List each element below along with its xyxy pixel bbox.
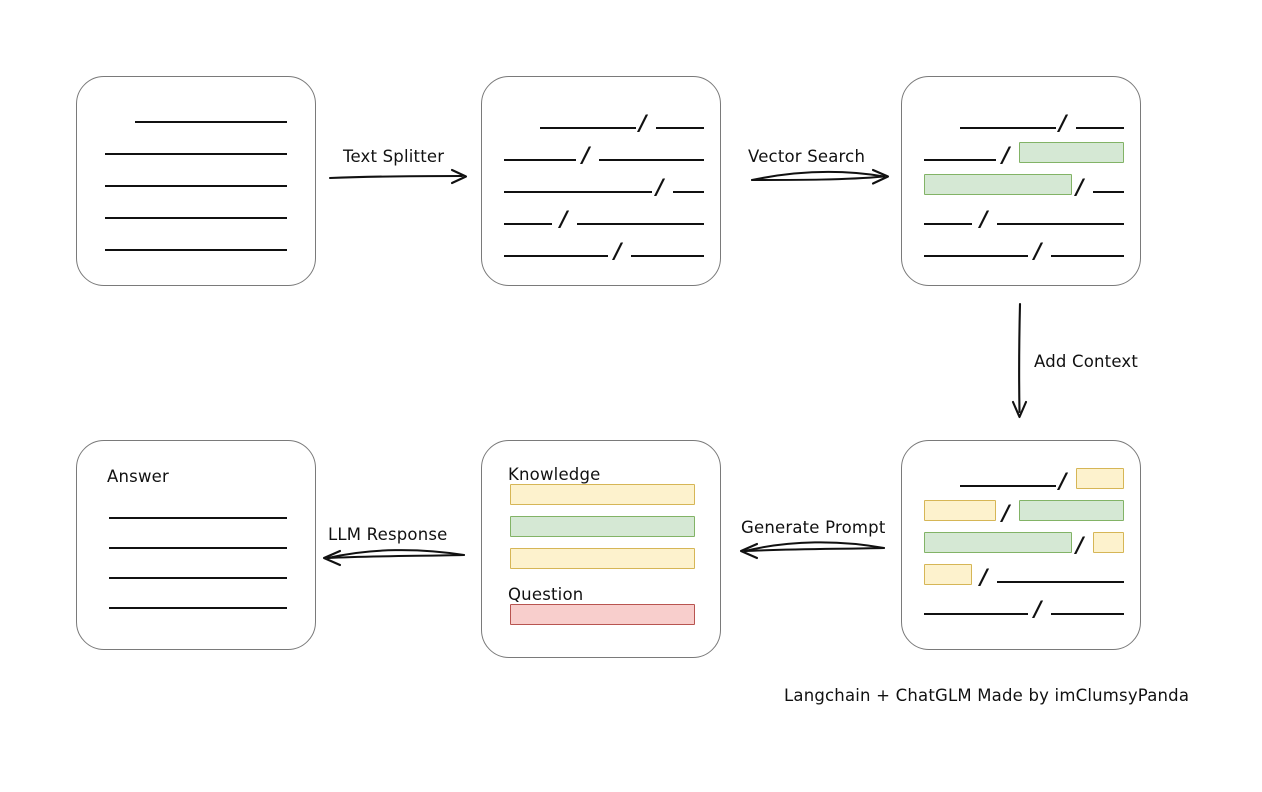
segment-separator-slash: / [639, 111, 647, 135]
text-line-segment [109, 606, 287, 609]
segment-separator-slash: / [1034, 239, 1042, 263]
segment-separator-slash: / [1002, 501, 1010, 525]
text-line-segment [960, 126, 1056, 129]
text-line-segment [1093, 190, 1124, 193]
arrow-vector-search [751, 168, 890, 185]
highlighted-chunk-yellow [924, 564, 972, 585]
text-line-segment [599, 158, 704, 161]
highlighted-chunk-yellow [1076, 468, 1124, 489]
segment-separator-slash: / [980, 207, 988, 231]
segment-separator-slash: / [582, 143, 590, 167]
segment-separator-slash: / [1059, 111, 1067, 135]
highlighted-chunk-green [1019, 142, 1124, 163]
segment-separator-slash: / [1076, 175, 1084, 199]
text-line-segment [656, 126, 704, 129]
text-line-segment [105, 152, 287, 155]
edge-label-text-splitter: Text Splitter [343, 147, 445, 166]
knowledge-label: Knowledge [508, 465, 601, 484]
matched-document-content: / / / / / [902, 77, 1140, 285]
segment-separator-slash: / [1076, 533, 1084, 557]
edge-label-add-context: Add Context [1034, 352, 1139, 371]
highlighted-chunk-green [924, 174, 1072, 195]
highlighted-chunk-red [510, 604, 695, 625]
highlighted-chunk-yellow [924, 500, 996, 521]
source-document-content [77, 77, 315, 285]
question-label: Question [508, 585, 584, 604]
text-line-segment [105, 184, 287, 187]
text-line-segment [924, 612, 1028, 615]
edge-label-generate-prompt: Generate Prompt [741, 518, 886, 537]
highlighted-chunk-green [1019, 500, 1124, 521]
answer-document-box: Answer [76, 440, 316, 650]
segment-separator-slash: / [1034, 597, 1042, 621]
arrow-generate-prompt [739, 541, 885, 560]
context-document-box: / / / / / [901, 440, 1141, 650]
answer-label: Answer [107, 467, 169, 486]
text-line-segment [960, 484, 1056, 487]
text-line-segment [924, 254, 1028, 257]
footer-credit: Langchain + ChatGLM Made by imClumsyPand… [784, 686, 1190, 705]
text-line-segment [109, 576, 287, 579]
text-line-segment [997, 580, 1124, 583]
text-line-segment [1051, 612, 1124, 615]
source-document-box [76, 76, 316, 286]
text-line-segment [997, 222, 1124, 225]
segment-separator-slash: / [1002, 143, 1010, 167]
text-line-segment [504, 158, 576, 161]
text-line-segment [105, 248, 287, 251]
split-document-content: / / / / / [482, 77, 720, 285]
segment-separator-slash: / [614, 239, 622, 263]
text-line-segment [504, 190, 652, 193]
edge-label-vector-search: Vector Search [748, 147, 866, 166]
highlighted-chunk-yellow [1093, 532, 1124, 553]
text-line-segment [540, 126, 636, 129]
arrow-add-context [1011, 302, 1028, 419]
text-line-segment [109, 546, 287, 549]
text-line-segment [673, 190, 704, 193]
text-line-segment [631, 254, 704, 257]
segment-separator-slash: / [980, 565, 988, 589]
text-line-segment [577, 222, 704, 225]
arrow-llm-response [322, 549, 465, 567]
highlighted-chunk-green [510, 516, 695, 537]
matched-document-box: / / / / / [901, 76, 1141, 286]
segment-separator-slash: / [656, 175, 664, 199]
highlighted-chunk-yellow [510, 484, 695, 505]
arrow-text-splitter [328, 168, 468, 185]
text-line-segment [504, 222, 552, 225]
context-document-content: / / / / / [902, 441, 1140, 649]
highlighted-chunk-green [924, 532, 1072, 553]
text-line-segment [135, 120, 287, 123]
text-line-segment [1076, 126, 1124, 129]
text-line-segment [924, 222, 972, 225]
edge-label-llm-response: LLM Response [328, 525, 448, 544]
text-line-segment [1051, 254, 1124, 257]
segment-separator-slash: / [1059, 469, 1067, 493]
text-line-segment [504, 254, 608, 257]
split-document-box: / / / / / [481, 76, 721, 286]
text-line-segment [924, 158, 996, 161]
text-line-segment [105, 216, 287, 219]
answer-document-content: Answer [77, 441, 315, 649]
highlighted-chunk-yellow [510, 548, 695, 569]
text-line-segment [109, 516, 287, 519]
segment-separator-slash: / [560, 207, 568, 231]
